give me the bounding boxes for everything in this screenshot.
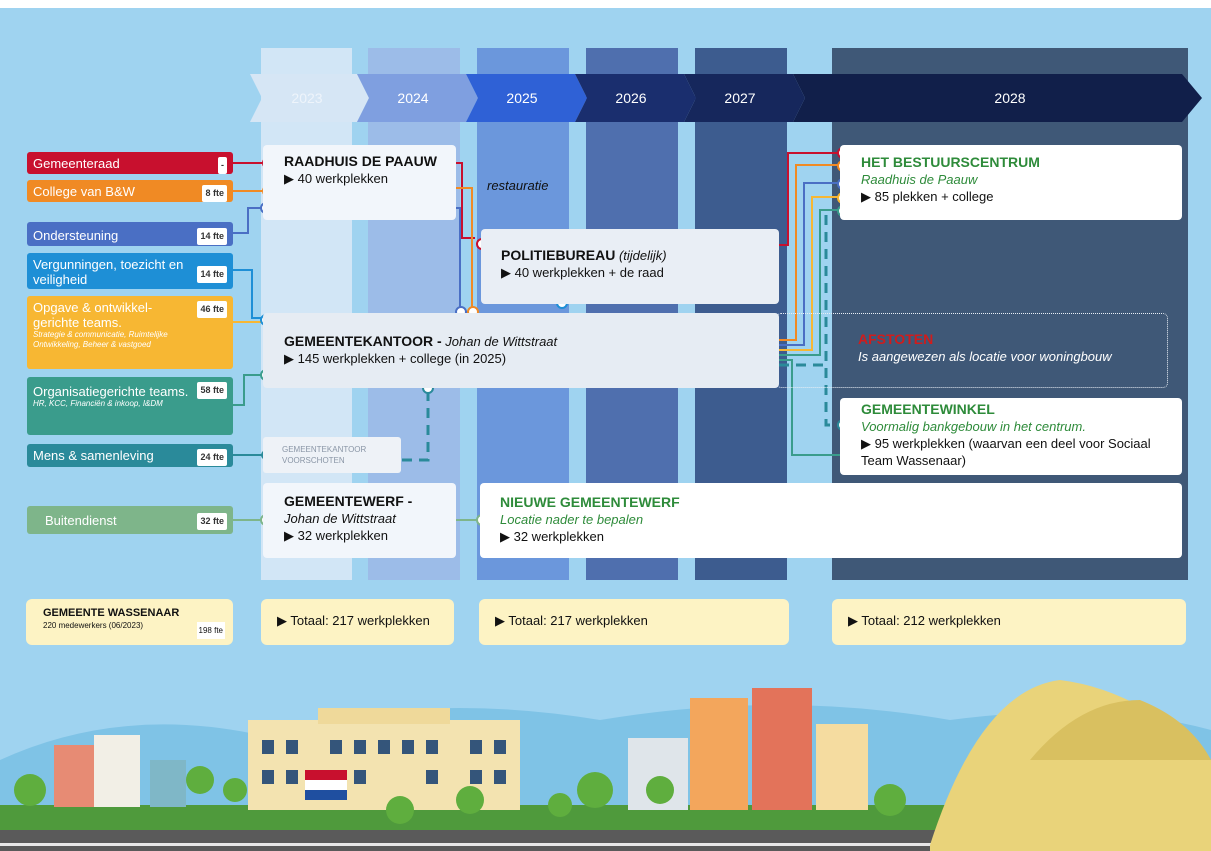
location-nieuwe-gemeentewerf: NIEUWE GEMEENTEWERF Locatie nader te bep…: [480, 483, 1182, 558]
department-name: Organisatiegerichte teams.: [33, 384, 189, 399]
location-subtitle: Voormalig bankgebouw in het centrum.: [861, 419, 1086, 434]
fte-badge: 58 fte: [197, 382, 227, 399]
department-name: Gemeenteraad: [33, 156, 120, 171]
year-label: 2026: [615, 90, 647, 106]
location-capacity: ▶ 145 werkplekken + college (in 2025): [284, 351, 507, 366]
year-label: 2025: [506, 90, 538, 106]
summary-title: GEMEENTE WASSENAAR: [43, 607, 180, 619]
location-subtitle: Johan de Wittstraat: [284, 511, 396, 526]
total-box: ▶ Totaal: 217 werkplekken: [261, 599, 454, 645]
department-name: Ondersteuning: [33, 228, 119, 243]
location-title: AFSTOTEN: [858, 331, 934, 347]
location-title: GEMEENTEWERF -: [284, 493, 413, 509]
department-name: College van B&W: [33, 184, 135, 199]
location-gemeentekantoor: GEMEENTEKANTOOR - Johan de Wittstraat ▶ …: [263, 313, 779, 388]
summary-fte: 198 fte: [196, 622, 225, 639]
fte-badge: 8 fte: [202, 185, 227, 202]
location-gemeentewerf: GEMEENTEWERF - Johan de Wittstraat ▶ 32 …: [263, 483, 456, 558]
summary-employees: 220 medewerkers (06/2023): [43, 621, 144, 630]
location-subtitle: Raadhuis de Paauw: [861, 172, 978, 187]
location-title-note: (tijdelijk): [618, 248, 667, 263]
location-capacity: ▶ 95 werkplekken (waarvan een deel voor …: [861, 436, 1151, 468]
location-bestuurscentrum: HET BESTUURSCENTRUM Raadhuis de Paauw ▶ …: [840, 145, 1182, 220]
location-title: HET BESTUURSCENTRUM: [861, 154, 1040, 170]
location-title-note: Johan de Wittstraat: [445, 334, 558, 349]
department-organisatie: Organisatiegerichte teams. HR, KCC, Fina…: [27, 377, 233, 435]
department-name: Buitendienst: [45, 513, 117, 528]
year-label: 2024: [397, 90, 429, 106]
fte-badge: 24 fte: [197, 449, 227, 466]
fte-badge: -: [218, 157, 227, 174]
restauratie-label: restauratie: [487, 178, 549, 193]
location-gemeentewinkel: GEMEENTEWINKEL Voormalig bankgebouw in h…: [840, 398, 1182, 475]
location-title: POLITIEBUREAU: [501, 247, 616, 263]
location-subtitle: Locatie nader te bepalen: [500, 512, 644, 527]
location-capacity: ▶ 40 werkplekken: [284, 171, 388, 186]
location-note: Is aangewezen als locatie voor woningbou…: [858, 349, 1112, 364]
department-college: College van B&W 8 fte: [27, 180, 233, 202]
location-capacity: ▶ 32 werkplekken: [284, 528, 388, 543]
location-capacity: ▶ 40 werkplekken + de raad: [501, 265, 664, 280]
summary-box: GEMEENTE WASSENAAR 220 medewerkers (06/2…: [26, 599, 233, 645]
department-gemeenteraad: Gemeenteraad -: [27, 152, 233, 174]
fte-badge: 14 fte: [197, 228, 227, 245]
fte-badge: 46 fte: [197, 301, 227, 318]
year-label: 2028: [994, 90, 1026, 106]
year-label: 2027: [724, 90, 756, 106]
location-title: GEMEENTEKANTOOR -: [284, 333, 442, 349]
year-label: 2023: [291, 90, 323, 106]
location-title: GEMEENTEWINKEL: [861, 401, 995, 417]
department-name: Vergunningen, toezicht en veiligheid: [33, 257, 184, 287]
total-box: ▶ Totaal: 212 werkplekken: [832, 599, 1186, 645]
department-vergunningen: Vergunningen, toezicht en veiligheid 14 …: [27, 253, 233, 289]
location-title: NIEUWE GEMEENTEWERF: [500, 494, 680, 510]
department-sub: HR, KCC, Financiën & inkoop, I&DM: [33, 399, 163, 408]
department-sub: Strategie & communicatie, Ruimtelijke On…: [33, 330, 168, 349]
department-opgave: Opgave & ontwikkel-gerichte teams. Strat…: [27, 296, 233, 369]
location-afstoten: AFSTOTEN Is aangewezen als locatie voor …: [776, 313, 1168, 388]
location-capacity: ▶ 32 werkplekken: [500, 529, 604, 544]
location-politiebureau: POLITIEBUREAU (tijdelijk) ▶ 40 werkplekk…: [481, 229, 779, 304]
total-box: ▶ Totaal: 217 werkplekken: [479, 599, 789, 645]
department-name: Opgave & ontwikkel-gerichte teams.: [33, 300, 153, 330]
location-voorschoten: GEMEENTEKANTOOR VOORSCHOTEN: [263, 437, 401, 473]
department-name: Mens & samenleving: [33, 448, 154, 463]
department-buitendienst: Buitendienst 32 fte: [27, 506, 233, 534]
location-title: RAADHUIS DE PAAUW: [284, 153, 437, 169]
department-mens-samenleving: Mens & samenleving 24 fte: [27, 444, 233, 467]
fte-badge: 14 fte: [197, 266, 227, 283]
department-ondersteuning: Ondersteuning 14 fte: [27, 222, 233, 246]
location-capacity: ▶ 85 plekken + college: [861, 189, 994, 204]
location-raadhuis: RAADHUIS DE PAAUW ▶ 40 werkplekken: [263, 145, 456, 220]
fte-badge: 32 fte: [197, 513, 227, 530]
